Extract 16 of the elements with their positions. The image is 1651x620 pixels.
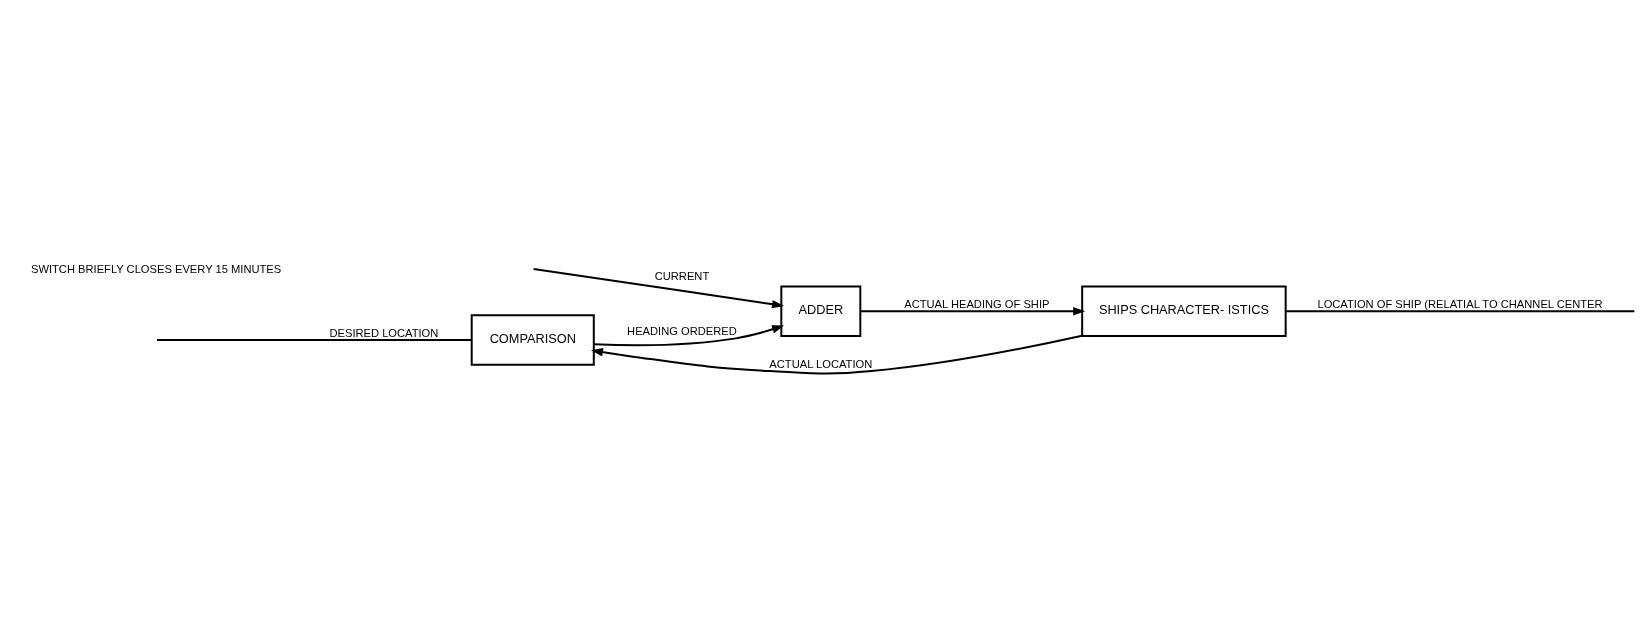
label: SWITCH BRIEFLY CLOSES EVERY 15 MINUTES <box>30 262 282 275</box>
connector <box>1284 310 1636 313</box>
node-box: ADDER <box>780 285 862 337</box>
edge-label: ACTUAL HEADING OF SHIP <box>904 298 1050 311</box>
node-box: COMPARISON <box>470 314 595 366</box>
arrow <box>532 267 785 309</box>
arrow <box>859 307 1086 316</box>
edge-label: CURRENT <box>654 270 710 283</box>
edge-label: DESIRED LOCATION <box>329 326 439 339</box>
edge-label: LOCATION OF SHIP (RELATIAL TO CHANNEL CENTER <box>1317 298 1603 311</box>
node-box: SHIPS CHARACTER- ISTICS <box>1081 285 1287 337</box>
edge-label: HEADING ORDERED <box>627 325 737 338</box>
connector <box>155 338 473 341</box>
arrow <box>591 334 1084 375</box>
edge-label: ACTUAL LOCATION <box>769 358 873 371</box>
arrow <box>592 325 785 347</box>
